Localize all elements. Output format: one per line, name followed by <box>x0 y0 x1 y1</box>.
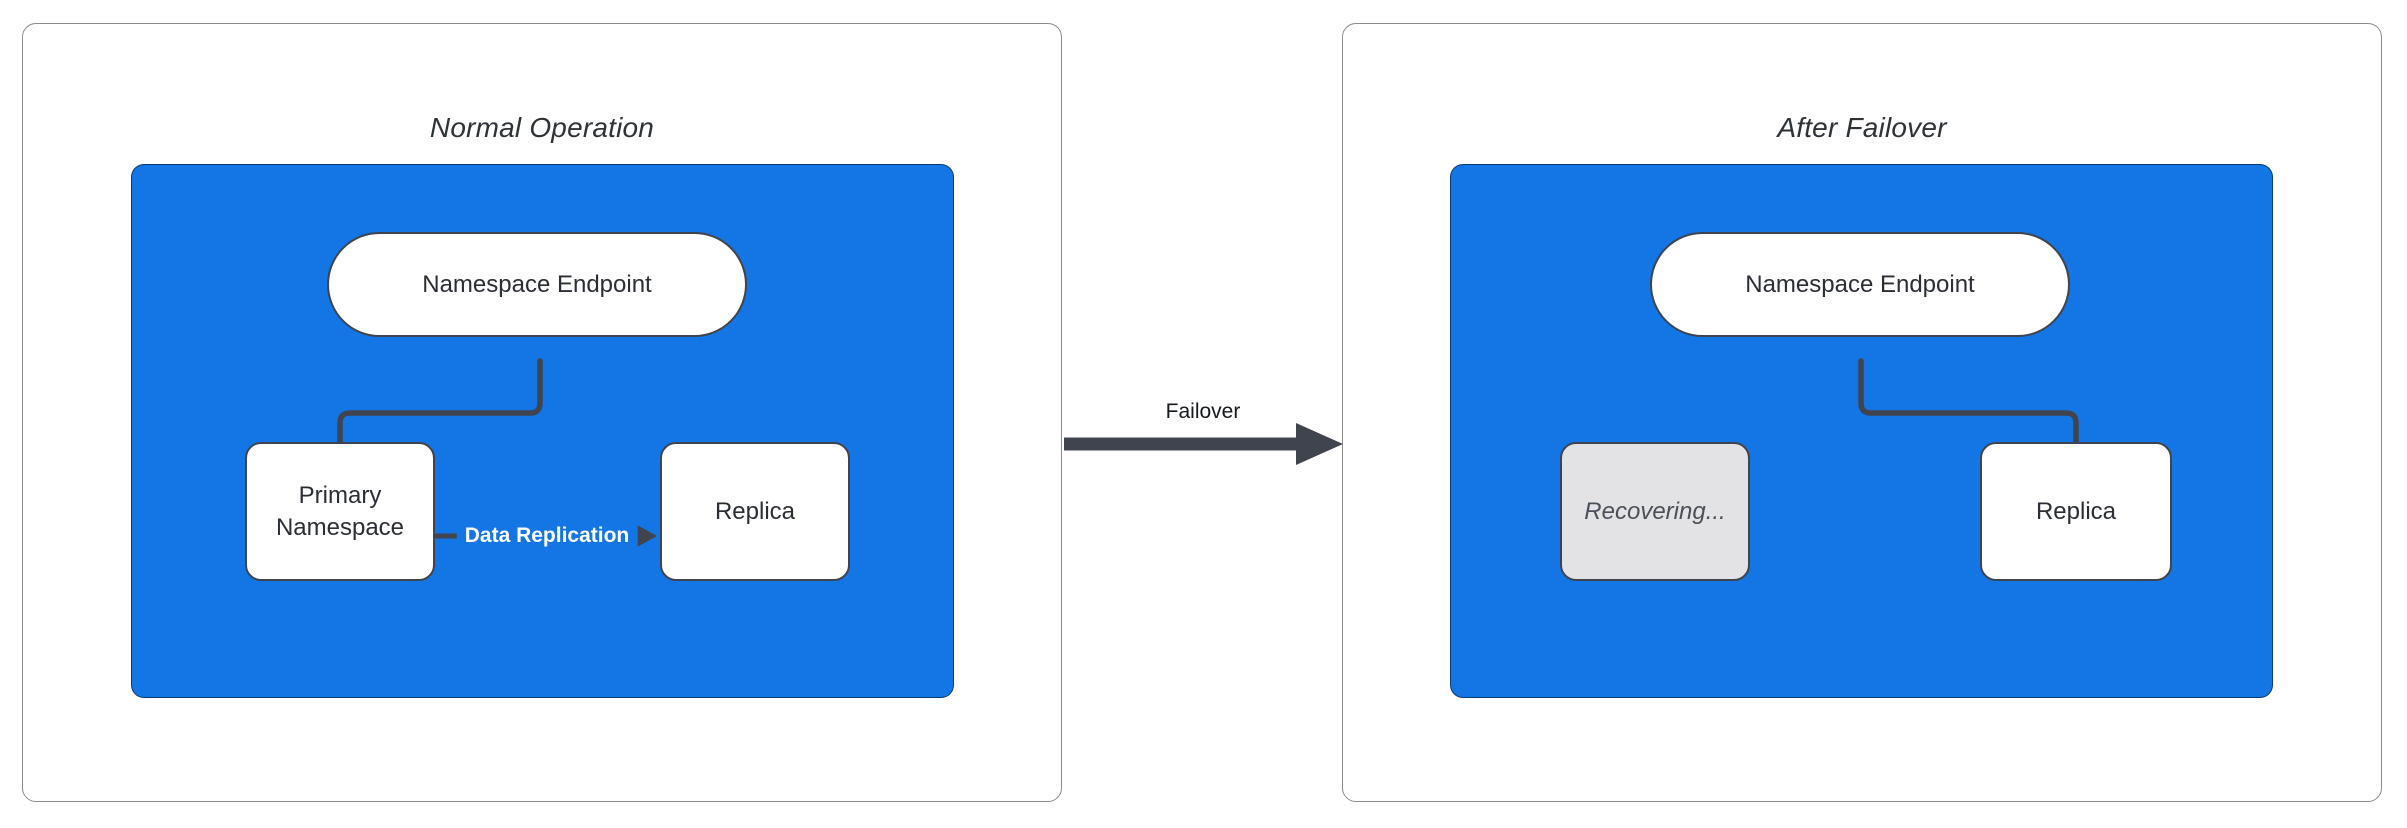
node-label: Replica <box>714 497 796 525</box>
node-namespace-endpoint-failover: Namespace Endpoint <box>1650 232 2070 337</box>
panel-normal-operation: Normal Operation <box>22 23 1062 802</box>
node-primary-namespace: Primary Namespace <box>245 442 435 581</box>
panel-after-failover: After Failover <box>1342 23 2382 802</box>
node-label: Namespace Endpoint <box>422 270 652 298</box>
panel-title-normal-operation: Normal Operation <box>429 112 655 143</box>
node-label: Replica <box>2035 497 2117 525</box>
panel-title-after-failover: After Failover <box>1777 112 1947 143</box>
edge-label-failover: Failover <box>1165 400 1241 423</box>
node-namespace-endpoint-normal: Namespace Endpoint <box>327 232 747 337</box>
node-label: Namespace Endpoint <box>1745 270 1975 298</box>
node-replica-failover: Replica <box>1980 442 2172 581</box>
edge-label-data-replication: Data Replication <box>456 521 638 551</box>
node-label: Primary Namespace <box>275 482 405 541</box>
node-recovering: Recovering... <box>1560 442 1750 581</box>
node-replica-normal: Replica <box>660 442 850 581</box>
node-label: Recovering... <box>1584 497 1726 525</box>
arrowhead-failover-transition <box>1296 423 1343 465</box>
